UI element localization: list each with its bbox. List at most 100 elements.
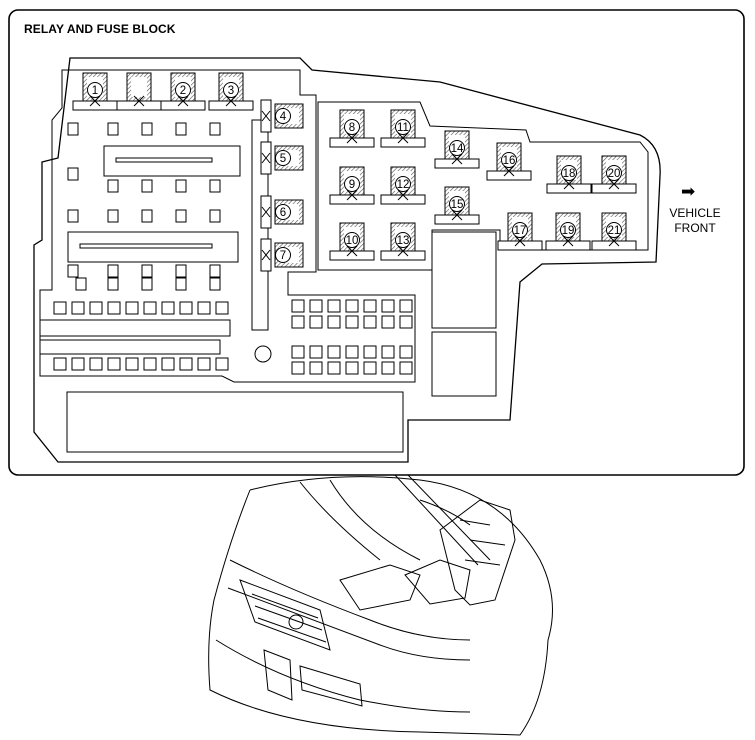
relay-8-number: 8 (349, 122, 355, 134)
relay-10-callout (344, 232, 360, 248)
mini-fuse (141, 264, 153, 278)
vehicle-front-label: VEHICLE FRONT (660, 206, 730, 236)
left-inner-panel (39, 69, 416, 383)
mini-fuse (381, 361, 395, 375)
mini-fuse (363, 315, 377, 329)
mini-fuse (107, 179, 119, 193)
mini-fuse (71, 357, 85, 371)
mini-fuse (209, 264, 221, 278)
mini-fuse (381, 345, 395, 359)
relay-3: 3 (208, 72, 254, 111)
mini-fuse (107, 264, 119, 278)
mini-fuse (291, 315, 305, 329)
mini-fuse (67, 264, 79, 278)
mini-fuse (345, 315, 359, 329)
mini-fuse (209, 277, 221, 291)
mini-fuse (107, 357, 121, 371)
relay-20-number: 20 (608, 168, 621, 180)
mini-fuse (399, 345, 413, 359)
relay-17: 17 (497, 212, 543, 251)
relay-5: 5 (260, 141, 304, 175)
relay-12-number: 12 (397, 179, 410, 191)
mini-fuse (179, 301, 193, 315)
relay-2-callout (175, 82, 191, 98)
relay-11: 11 (380, 109, 426, 148)
relay-10: 10 (329, 222, 375, 261)
mini-fuse (327, 315, 341, 329)
mini-fuse (125, 301, 139, 315)
mini-fuse (175, 277, 187, 291)
relay-15-number: 15 (451, 199, 464, 211)
relay-9-number: 9 (349, 179, 355, 191)
relay-19-number: 19 (562, 225, 575, 237)
relay-6: 6 (260, 195, 304, 229)
bottom-block (66, 391, 404, 453)
mini-fuse (71, 301, 85, 315)
right-arrow-icon: ➡ (681, 182, 696, 202)
mini-fuse (291, 345, 305, 359)
mini-fuse (399, 315, 413, 329)
mini-fuse (309, 299, 323, 313)
mini-fuse (107, 301, 121, 315)
relay-3-number: 3 (228, 85, 234, 97)
mini-fuse (209, 179, 221, 193)
relay-20-callout (606, 165, 622, 181)
mini-fuse (399, 361, 413, 375)
relay-19-callout (560, 222, 576, 238)
mini-fuse (327, 361, 341, 375)
mini-fuse (141, 179, 153, 193)
relay-4-callout (275, 108, 291, 124)
relay-13: 13 (380, 222, 426, 261)
relay-15: 15 (434, 186, 480, 225)
relay-16-number: 16 (503, 155, 516, 167)
mini-fuse (107, 122, 119, 136)
relay-13-callout (395, 232, 411, 248)
mini-fuse (141, 209, 153, 223)
mini-fuse (67, 122, 79, 136)
relay-18: 18 (546, 155, 592, 194)
mini-fuse (89, 301, 103, 315)
relay-4-number: 4 (280, 111, 287, 123)
relay-6-number: 6 (280, 207, 286, 219)
relay-11-number: 11 (397, 122, 409, 134)
mini-fuse (175, 209, 187, 223)
relay-19: 19 (545, 212, 591, 251)
relay-14-callout (449, 140, 465, 156)
mini-fuse (107, 277, 119, 291)
relay-16-callout (501, 152, 517, 168)
diagram-title: RELAY AND FUSE BLOCK (24, 22, 176, 36)
mini-fuse (125, 357, 139, 371)
mini-fuse (291, 299, 305, 313)
mini-fuse (141, 122, 153, 136)
relay-2: 2 (160, 72, 206, 111)
relay-8-callout (344, 119, 360, 135)
mini-fuse (345, 361, 359, 375)
mini-fuse (381, 299, 395, 313)
relay-14-number: 14 (451, 143, 464, 155)
mini-fuse (179, 357, 193, 371)
relay-1: 1 (72, 72, 118, 111)
relay-5-callout (275, 150, 291, 166)
relay-9: 9 (329, 166, 375, 205)
relay-8: 8 (329, 109, 375, 148)
relay-12-callout (395, 176, 411, 192)
mini-fuse (309, 315, 323, 329)
mini-fuse (381, 315, 395, 329)
leader-lines (394, 474, 491, 566)
relay-18-number: 18 (563, 168, 576, 180)
relay-21-callout (606, 222, 622, 238)
lower-box-a (431, 231, 497, 329)
relay-6-callout (275, 204, 291, 220)
mini-fuse (175, 122, 187, 136)
relay-7-callout (275, 247, 291, 263)
mini-fuse (309, 345, 323, 359)
mini-fuse (345, 299, 359, 313)
relay-12: 12 (380, 166, 426, 205)
mini-fuse-group (53, 122, 413, 375)
mini-fuse (209, 209, 221, 223)
mini-fuse (197, 301, 211, 315)
relay-21-number: 21 (608, 225, 621, 237)
relay-1-callout (87, 82, 103, 98)
relay-3-callout (223, 82, 239, 98)
